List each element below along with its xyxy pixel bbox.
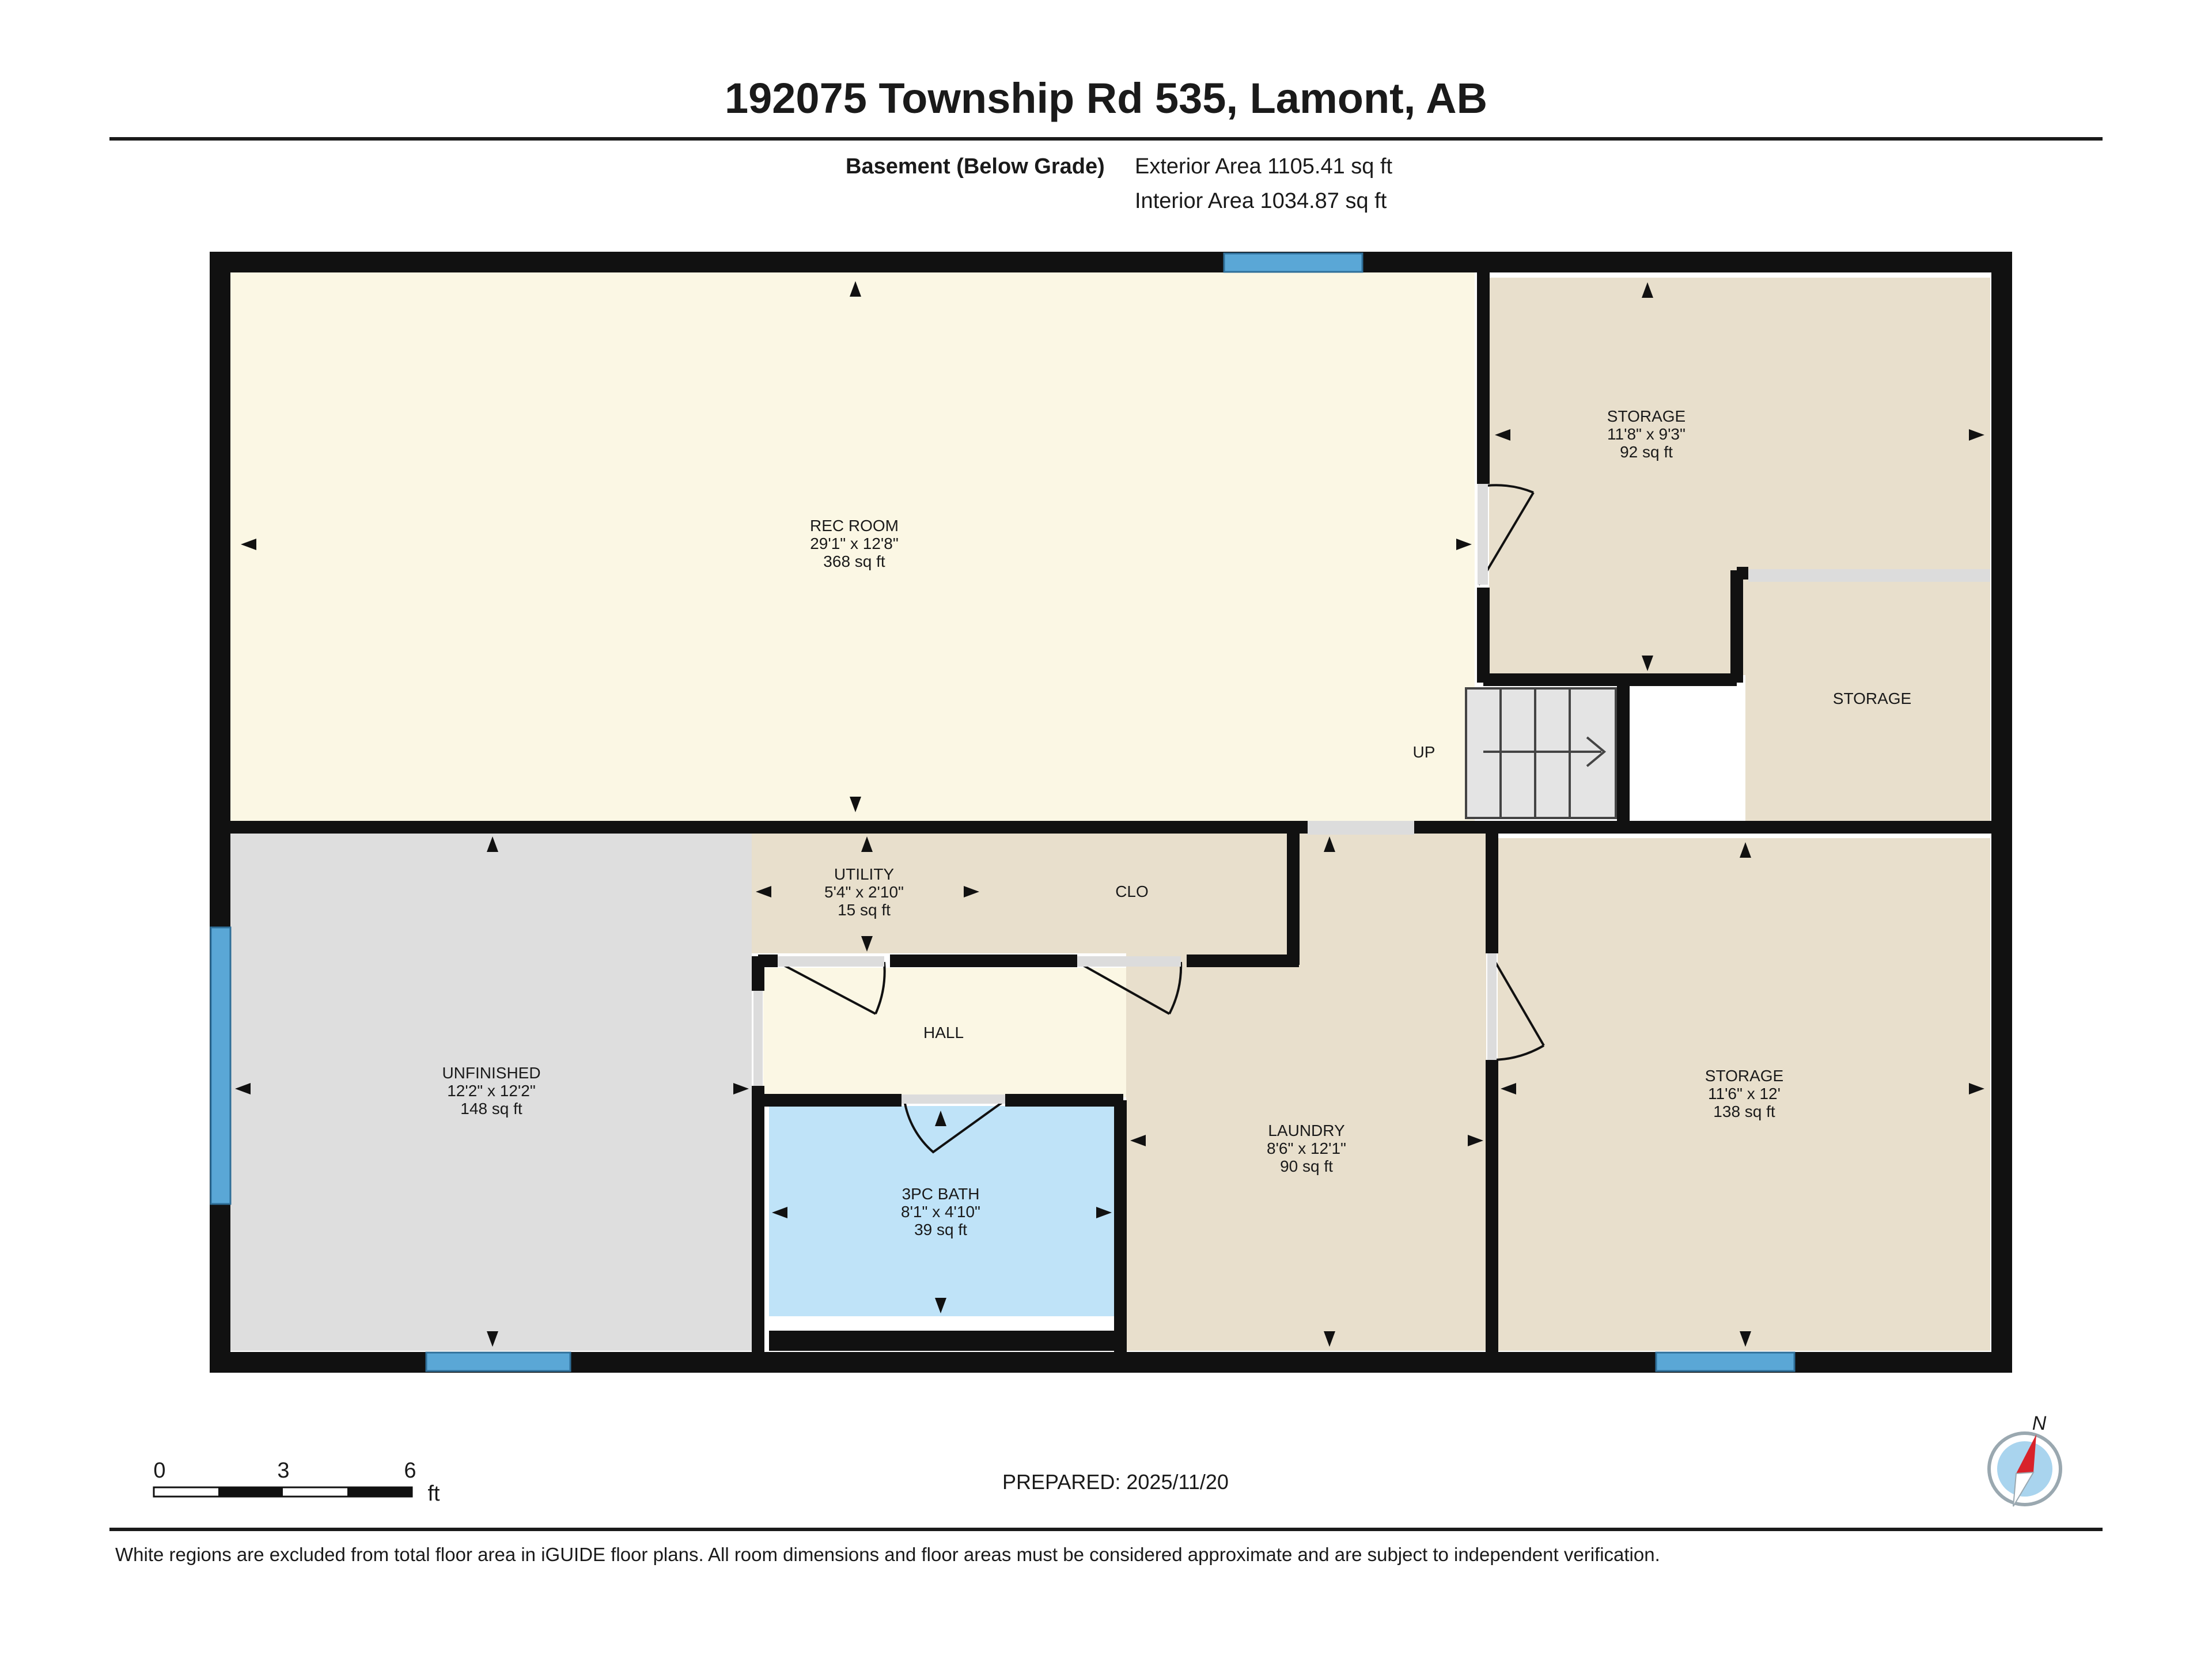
interior-area: Interior Area 1034.87 sq ft xyxy=(1135,189,1387,213)
laundry-dims: 8'6" x 12'1" xyxy=(1267,1139,1346,1157)
storage-ne-fill-lower xyxy=(1489,570,1731,675)
door-bath xyxy=(903,1099,1006,1154)
exterior-wall xyxy=(210,252,2012,1373)
scale-tick-3: 3 xyxy=(277,1459,289,1483)
door-frame-unfinished xyxy=(753,991,763,1086)
hall-fill xyxy=(763,968,1126,1097)
scale-tick-0: 0 xyxy=(153,1459,165,1483)
header-rule xyxy=(109,137,2103,141)
laundry-name: LAUNDRY xyxy=(1268,1122,1345,1139)
property-address-title: 192075 Township Rd 535, Lamont, AB xyxy=(724,74,1488,122)
windows xyxy=(210,252,1796,1372)
bath-fill xyxy=(769,1106,1115,1316)
utility-dims: 5'4" x 2'10" xyxy=(824,883,904,901)
unfinished-fill xyxy=(230,832,752,1351)
laundry-area: 90 sq ft xyxy=(1280,1157,1333,1175)
storage-small-fill xyxy=(1745,582,1990,821)
stairs-up-label: UP xyxy=(1413,743,1435,761)
laundry-fill xyxy=(1126,832,1486,1351)
door-frame-storage-ne xyxy=(1478,484,1488,585)
storage-se-dims: 11'6" x 12' xyxy=(1708,1085,1781,1103)
interior-walls xyxy=(220,262,2002,1362)
unfinished-area: 148 sq ft xyxy=(460,1100,522,1118)
door-frame-clo xyxy=(1077,956,1181,967)
stairs xyxy=(1465,687,1617,819)
utility-area: 15 sq ft xyxy=(838,901,891,919)
dimension-arrows xyxy=(235,281,1984,1347)
door-frame-storage-se xyxy=(1487,953,1497,1060)
stairs-fill xyxy=(1466,688,1616,818)
storage-partition xyxy=(1748,569,1990,582)
bath-dims: 8'1" x 4'10" xyxy=(901,1203,980,1221)
clo-name: CLO xyxy=(1115,882,1149,900)
window-top xyxy=(1223,252,1363,273)
rec-room-dims: 29'1" x 12'8" xyxy=(810,535,899,552)
level-label: Basement (Below Grade) xyxy=(846,154,1105,179)
stairs-arrow-icon xyxy=(1586,736,1607,767)
unfinished-name: UNFINISHED xyxy=(442,1064,540,1082)
storage-se-area: 138 sq ft xyxy=(1713,1103,1775,1120)
utility-name: UTILITY xyxy=(834,865,895,883)
storage-small-name: STORAGE xyxy=(1833,690,1911,707)
footer-rule xyxy=(109,1528,2103,1531)
door-frame-bath xyxy=(902,1094,1005,1104)
storage-ne-dims: 11'8" x 9'3" xyxy=(1607,425,1685,443)
bath-name: 3PC BATH xyxy=(902,1185,980,1203)
door-utility xyxy=(777,961,886,1015)
unfinished-dims: 12'2" x 12'2" xyxy=(447,1082,536,1100)
exterior-area: Exterior Area 1105.41 sq ft xyxy=(1135,154,1393,179)
prepared-date: PREPARED: 2025/11/20 xyxy=(1002,1470,1229,1494)
window-bottom-right xyxy=(1655,1351,1796,1372)
rec-room-fill xyxy=(230,272,1475,822)
door-clo xyxy=(1077,961,1183,1015)
scale-bar: 0 3 6 ft xyxy=(153,1459,440,1506)
rec-room-name: REC ROOM xyxy=(810,517,899,535)
rec-room-area: 368 sq ft xyxy=(823,552,885,570)
storage-se-name: STORAGE xyxy=(1705,1067,1783,1085)
door-frame-utility xyxy=(778,956,884,967)
bath-area: 39 sq ft xyxy=(914,1221,967,1238)
hall-name: HALL xyxy=(923,1024,964,1041)
bath-shelf xyxy=(769,1331,1115,1351)
window-bottom-left xyxy=(425,1351,571,1372)
scale-tick-6: 6 xyxy=(404,1459,416,1483)
rec-opening xyxy=(1308,821,1414,835)
storage-ne-name: STORAGE xyxy=(1607,407,1685,425)
compass-icon: N xyxy=(1987,1412,2062,1507)
compass-north-label: N xyxy=(2032,1412,2047,1434)
scale-unit: ft xyxy=(427,1482,440,1506)
storage-se-fill xyxy=(1498,838,1990,1351)
window-left xyxy=(210,926,232,1205)
doors xyxy=(753,484,1545,1154)
door-storage-se xyxy=(1491,955,1545,1061)
storage-ne-area: 92 sq ft xyxy=(1620,443,1673,461)
disclaimer-text: White regions are excluded from total fl… xyxy=(115,1544,1660,1565)
